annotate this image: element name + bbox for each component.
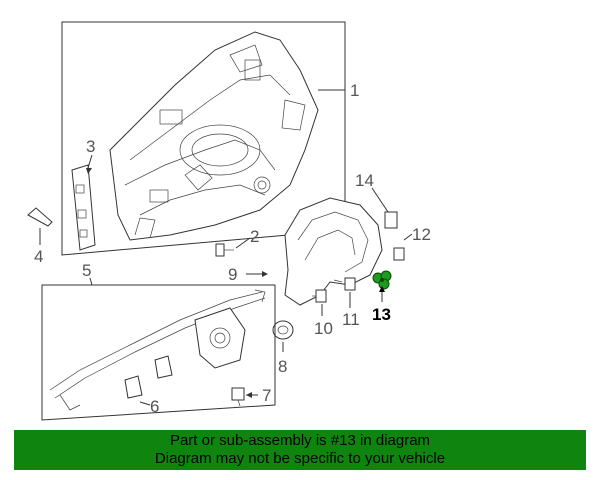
callout-9: 9 (228, 265, 237, 284)
callout-8: 8 (278, 357, 287, 376)
wheelhouse-liner (284, 197, 405, 306)
part-7-bolt (231, 387, 245, 407)
callout-3: 3 (86, 137, 95, 156)
callout-7: 7 (262, 386, 271, 405)
part-10-bolt (312, 289, 327, 303)
info-banner: Part or sub-assembly is #13 in diagram D… (14, 430, 586, 470)
callout-2: 2 (250, 227, 259, 246)
callout-10: 10 (314, 319, 333, 338)
callout-1: 1 (350, 81, 359, 100)
inner-quarter-panel (109, 31, 319, 241)
part-5-frame (41, 284, 276, 421)
banner-line-1: Part or sub-assembly is #13 in diagram (169, 432, 431, 449)
part-8-grommet (272, 320, 294, 340)
callout-12: 12 (412, 225, 431, 244)
callout-11: 11 (342, 310, 360, 329)
part-13-clip (372, 270, 392, 290)
regulator-assembly (49, 289, 266, 411)
callout-6: 6 (150, 397, 159, 416)
parts-diagram: 1 3 4 2 14 12 9 11 (27, 21, 431, 421)
banner-line-2: Diagram may not be specific to your vehi… (154, 450, 446, 467)
callout-4: 4 (34, 247, 43, 266)
callout-13: 13 (372, 305, 391, 324)
part-3-bracket (71, 164, 96, 251)
part-6-brackets (124, 355, 173, 399)
part-4-wedge (27, 207, 53, 227)
part-11-bolt (333, 277, 356, 291)
callout-14: 14 (355, 171, 374, 190)
callout-5: 5 (82, 261, 91, 280)
part-2-bolt (215, 243, 234, 257)
